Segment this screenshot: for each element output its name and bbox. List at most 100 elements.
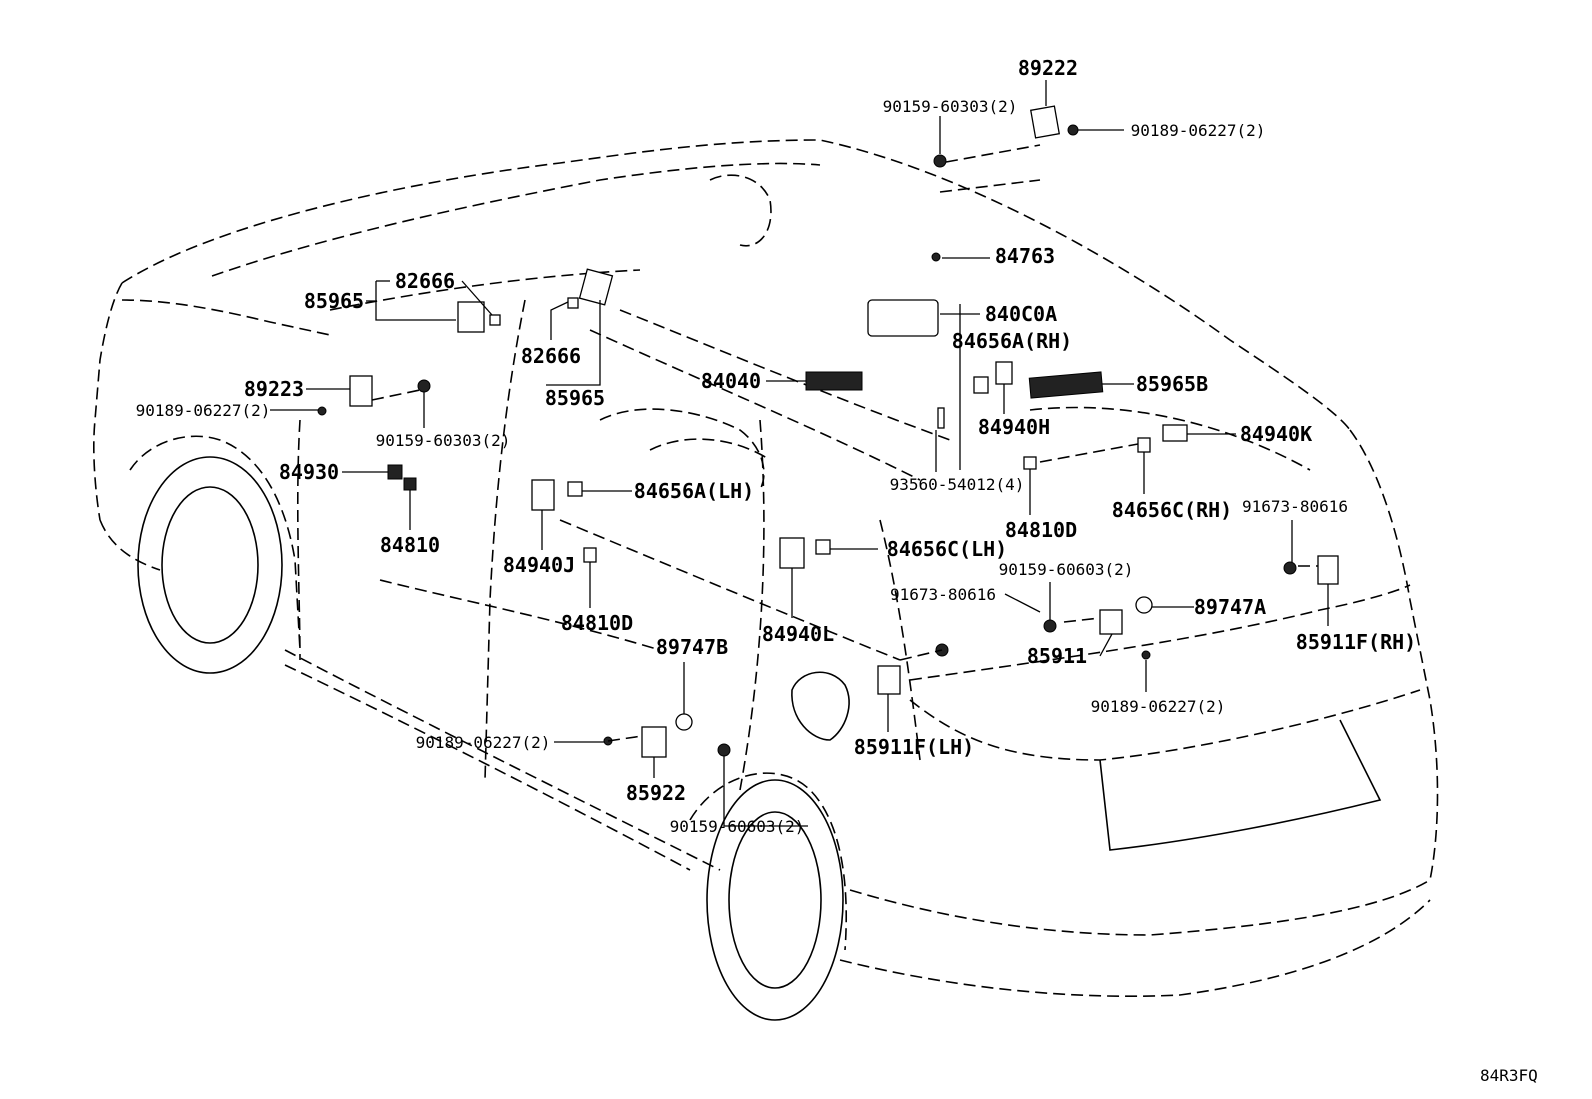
part-85911f-lh <box>877 665 901 695</box>
callout-c84940j: 84940J <box>503 553 575 577</box>
callout-c840c0a: 840C0A <box>985 302 1057 326</box>
part-85911f-rh <box>1317 555 1339 585</box>
part-85965-c <box>578 268 614 306</box>
callout-c89747a: 89747A <box>1194 595 1266 619</box>
callout-c85911: 85911 <box>1027 644 1087 668</box>
part-84940j <box>531 479 555 511</box>
bolt-90159-d <box>717 743 731 757</box>
fuel-lid <box>791 671 850 741</box>
rear-window <box>1099 719 1382 851</box>
callout-c84656clh: 84656C(LH) <box>887 537 1007 561</box>
callout-c85911flh: 85911F(LH) <box>854 735 974 759</box>
roof-inner-line <box>211 162 821 277</box>
part-89223 <box>349 375 373 407</box>
part-84940l <box>779 537 805 569</box>
bolt-90159-b <box>417 379 431 393</box>
rear-lower <box>839 899 1431 998</box>
part-89747b <box>675 713 693 731</box>
seat-outline-2 <box>649 438 771 461</box>
roof-outline <box>121 139 1351 431</box>
callout-c84656alh: 84656A(LH) <box>634 479 754 503</box>
b-pillar <box>484 299 526 781</box>
callout-c89747b: 89747B <box>656 635 728 659</box>
headrest <box>709 174 772 247</box>
callout-c93560: 93560-54012(4) <box>890 475 1025 494</box>
callout-c84763: 84763 <box>995 244 1055 268</box>
callout-c89222: 89222 <box>1018 56 1078 80</box>
callout-c90189c: 90189-06227(2) <box>1091 697 1226 716</box>
part-84810d-lh <box>583 547 597 563</box>
callout-c82666b: 82666 <box>521 344 581 368</box>
side-sill-lower <box>284 664 691 871</box>
clip-82666-b <box>567 297 579 309</box>
callout-c84810d2: 84810D <box>561 611 633 635</box>
diagram-code: 84R3FQ <box>1480 1066 1538 1085</box>
a-pillar <box>296 419 301 661</box>
callout-c85911frh: 85911F(RH) <box>1296 630 1416 654</box>
callout-c84040: 84040 <box>701 369 761 393</box>
callout-c84940h: 84940H <box>978 415 1050 439</box>
callout-c90189d: 90189-06227(2) <box>416 733 551 752</box>
callout-labels: 8922290159-60303(2)90189-06227(2)8476382… <box>136 56 1417 836</box>
front-windshield <box>93 282 123 521</box>
front-wheel <box>137 456 283 674</box>
callout-c90189a: 90189-06227(2) <box>1131 121 1266 140</box>
front-wheel-arch <box>129 435 301 651</box>
part-84656a-rh <box>973 376 989 394</box>
callout-c91673a: 91673-80616 <box>1242 497 1348 516</box>
part-84810 <box>403 477 417 491</box>
rear-wheel-arch <box>689 772 848 951</box>
clip-90189-a <box>1067 124 1079 136</box>
callout-c85965b: 85965B <box>1136 372 1208 396</box>
callout-c84810: 84810 <box>380 533 440 557</box>
callout-c84810d: 84810D <box>1005 518 1077 542</box>
rear-bumper <box>849 879 1431 936</box>
part-85922 <box>641 726 667 758</box>
clip-90189-b <box>317 406 327 416</box>
callout-c85965a: 85965 <box>304 289 364 313</box>
part-84656c-lh <box>815 539 831 555</box>
rear-hatch-bottom <box>909 689 1421 761</box>
side-sill <box>284 649 721 871</box>
parts <box>317 105 1339 758</box>
callout-c84940l: 84940L <box>762 622 834 646</box>
bolt-90159-a <box>933 154 947 168</box>
part-84930 <box>387 464 403 480</box>
callout-c90159b: 90159-60303(2) <box>376 431 511 450</box>
callout-c84656arh: 84656A(RH) <box>952 329 1072 353</box>
part-84656c-rh <box>1137 437 1151 453</box>
rear-quarter <box>1349 429 1439 881</box>
roof-rail-right <box>619 309 951 441</box>
callout-c84940k: 84940K <box>1240 422 1312 446</box>
rear-hatch-top <box>909 584 1411 681</box>
clip-85965-a <box>489 314 501 326</box>
leader-lines <box>270 80 1329 827</box>
callout-c90159d: 90159-60603(2) <box>670 817 805 836</box>
vehicle-body <box>93 139 1439 1021</box>
front-wheel-rim <box>161 486 259 644</box>
part-84656a-lh <box>567 481 583 497</box>
rear-wheel-rim <box>728 811 822 989</box>
part-89747a <box>1135 596 1153 614</box>
callout-c89223: 89223 <box>244 377 304 401</box>
part-82666-a <box>457 301 485 333</box>
bolt-90159-c <box>1043 619 1057 633</box>
part-84040 <box>805 371 863 391</box>
callout-c90189b: 90189-06227(2) <box>136 401 271 420</box>
front-bumper <box>99 519 161 571</box>
screw-93560 <box>937 407 945 429</box>
clip-90189-c <box>1141 650 1151 660</box>
roof-rail-mid <box>589 329 921 481</box>
sliding-door-front <box>739 419 765 791</box>
seat-outline-1 <box>599 408 765 491</box>
callout-c91673b: 91673-80616 <box>890 585 996 604</box>
interior-floor <box>379 579 661 651</box>
floor-rail <box>559 519 901 661</box>
part-85965b <box>1028 371 1104 399</box>
callout-c82666a: 82666 <box>395 269 455 293</box>
callout-c90159a: 90159-60303(2) <box>883 97 1018 116</box>
nut-84763 <box>931 252 941 262</box>
callout-c84930: 84930 <box>279 460 339 484</box>
